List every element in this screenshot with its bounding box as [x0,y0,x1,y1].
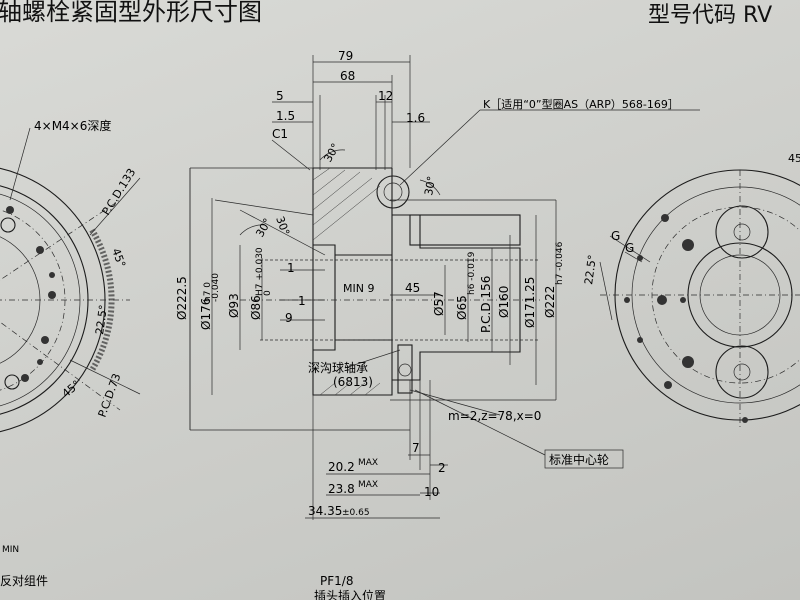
left-angle-22-5: 22.5° [93,304,110,336]
dim-5: 5 [276,89,284,103]
left-flange-view [0,127,141,433]
left-pcd-top: P.C.D.133 [100,166,139,217]
dim-d176-tol: h7 0 [203,282,213,302]
dim-d176: Ø176 [199,298,213,330]
dim-pcd156: P.C.D 156 [479,276,493,333]
angle-30-b: 30° [422,175,438,196]
dim-79: 79 [338,49,353,63]
dim-10: 10 [424,485,439,499]
dim-1-a: 1 [287,261,295,275]
gear-note: m=2,z=78,x=0 [448,409,541,423]
dim-2: 2 [438,461,446,475]
dim-23-8-max: MAX [358,480,378,490]
dim-d160: Ø160 [497,286,511,318]
angle-30-d: 30° [273,215,292,238]
dim-d86-tol: H7 +0.030 [255,247,265,296]
bearing-label: 深沟球轴承 [308,360,368,375]
bearing-code: (6813) [333,375,373,389]
dim-68: 68 [340,69,355,83]
oring-note: K［适用“0”型圈AS（ARP）568-169］ [483,97,679,111]
dim-1-5: 1.5 [276,109,295,123]
dim-12: 12 [378,89,393,103]
left-angle-45-a: 45° [109,247,128,270]
dim-23-8: 23.8 [328,482,355,496]
right-angle-22-5: 22.5° [582,254,599,286]
dim-20-2-max: MAX [358,458,378,468]
section-view [189,55,700,520]
dim-7: 7 [412,441,420,455]
dim-d222: Ø222 [543,286,557,318]
footer-mid: 插头插入位置 [314,588,386,600]
dim-20-2: 20.2 [328,460,355,474]
dim-c1: C1 [272,127,288,141]
dim-d222-5: Ø222.5 [175,276,189,320]
dim-d86-tol2: 0 [263,290,273,296]
footer-left: 反对组件 [0,574,48,588]
right-flange-view [599,169,800,430]
dim-d171-25: Ø171.25 [523,277,537,328]
dim-d176-tol2: -0.040 [211,273,221,302]
footer-pf: PF1/8 [320,574,353,588]
dim-34-35-tol: ±0.65 [342,508,370,518]
header-title-right: 型号代码 RV [648,3,772,28]
footer-min: MIN [2,545,19,555]
left-holes-label: 4×M4×6深度 [34,118,111,133]
dim-d65: Ø65 [455,295,469,320]
dim-min-9: MIN 9 [343,282,374,295]
dim-9-a: 9 [285,311,293,325]
dim-45: 45 [405,281,420,295]
dim-d86: Ø86 [249,295,263,320]
right-angle-45: 45 [788,152,800,165]
dim-34-35: 34.35 [308,504,342,518]
angle-30-c: 30° [253,216,274,239]
dim-d57: Ø57 [432,291,446,316]
gear-label: 标准中心轮 [549,452,609,467]
left-angle-45-b: 45° [60,378,83,400]
angle-30-a: 30° [321,141,342,164]
dim-d65-tol: h6 -0.019 [467,251,477,295]
dim-1-6: 1.6 [406,111,425,125]
header-title-left: 轴螺栓紧固型外形尺寸图 [0,0,262,26]
dim-d93: Ø93 [227,293,241,318]
right-g-label-2: G [625,241,634,255]
dim-d222-tol: h7 -0.046 [555,241,565,285]
right-g-label-1: G [611,229,620,243]
dim-1-b: 1 [298,294,306,308]
